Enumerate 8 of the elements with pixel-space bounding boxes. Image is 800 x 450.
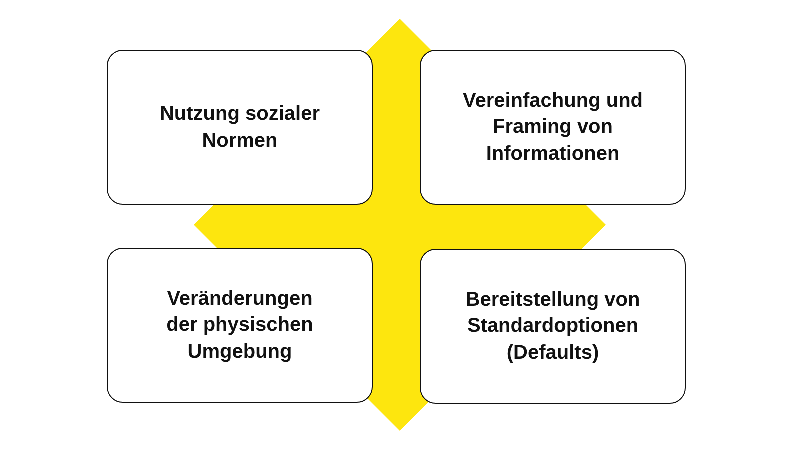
rounded-box [420, 249, 686, 404]
rounded-box [420, 50, 686, 205]
box-label: Bereitstellung von Standardoptionen (Defaults) [464, 288, 642, 366]
rounded-box [107, 50, 373, 205]
box-label: Veränderungen der physischen Umgebung [166, 286, 314, 365]
box-label: Vereinfachung und Framing von Informationen [462, 88, 644, 167]
box-label: Nutzung sozialer Normen [158, 102, 321, 154]
rounded-box [107, 248, 373, 403]
